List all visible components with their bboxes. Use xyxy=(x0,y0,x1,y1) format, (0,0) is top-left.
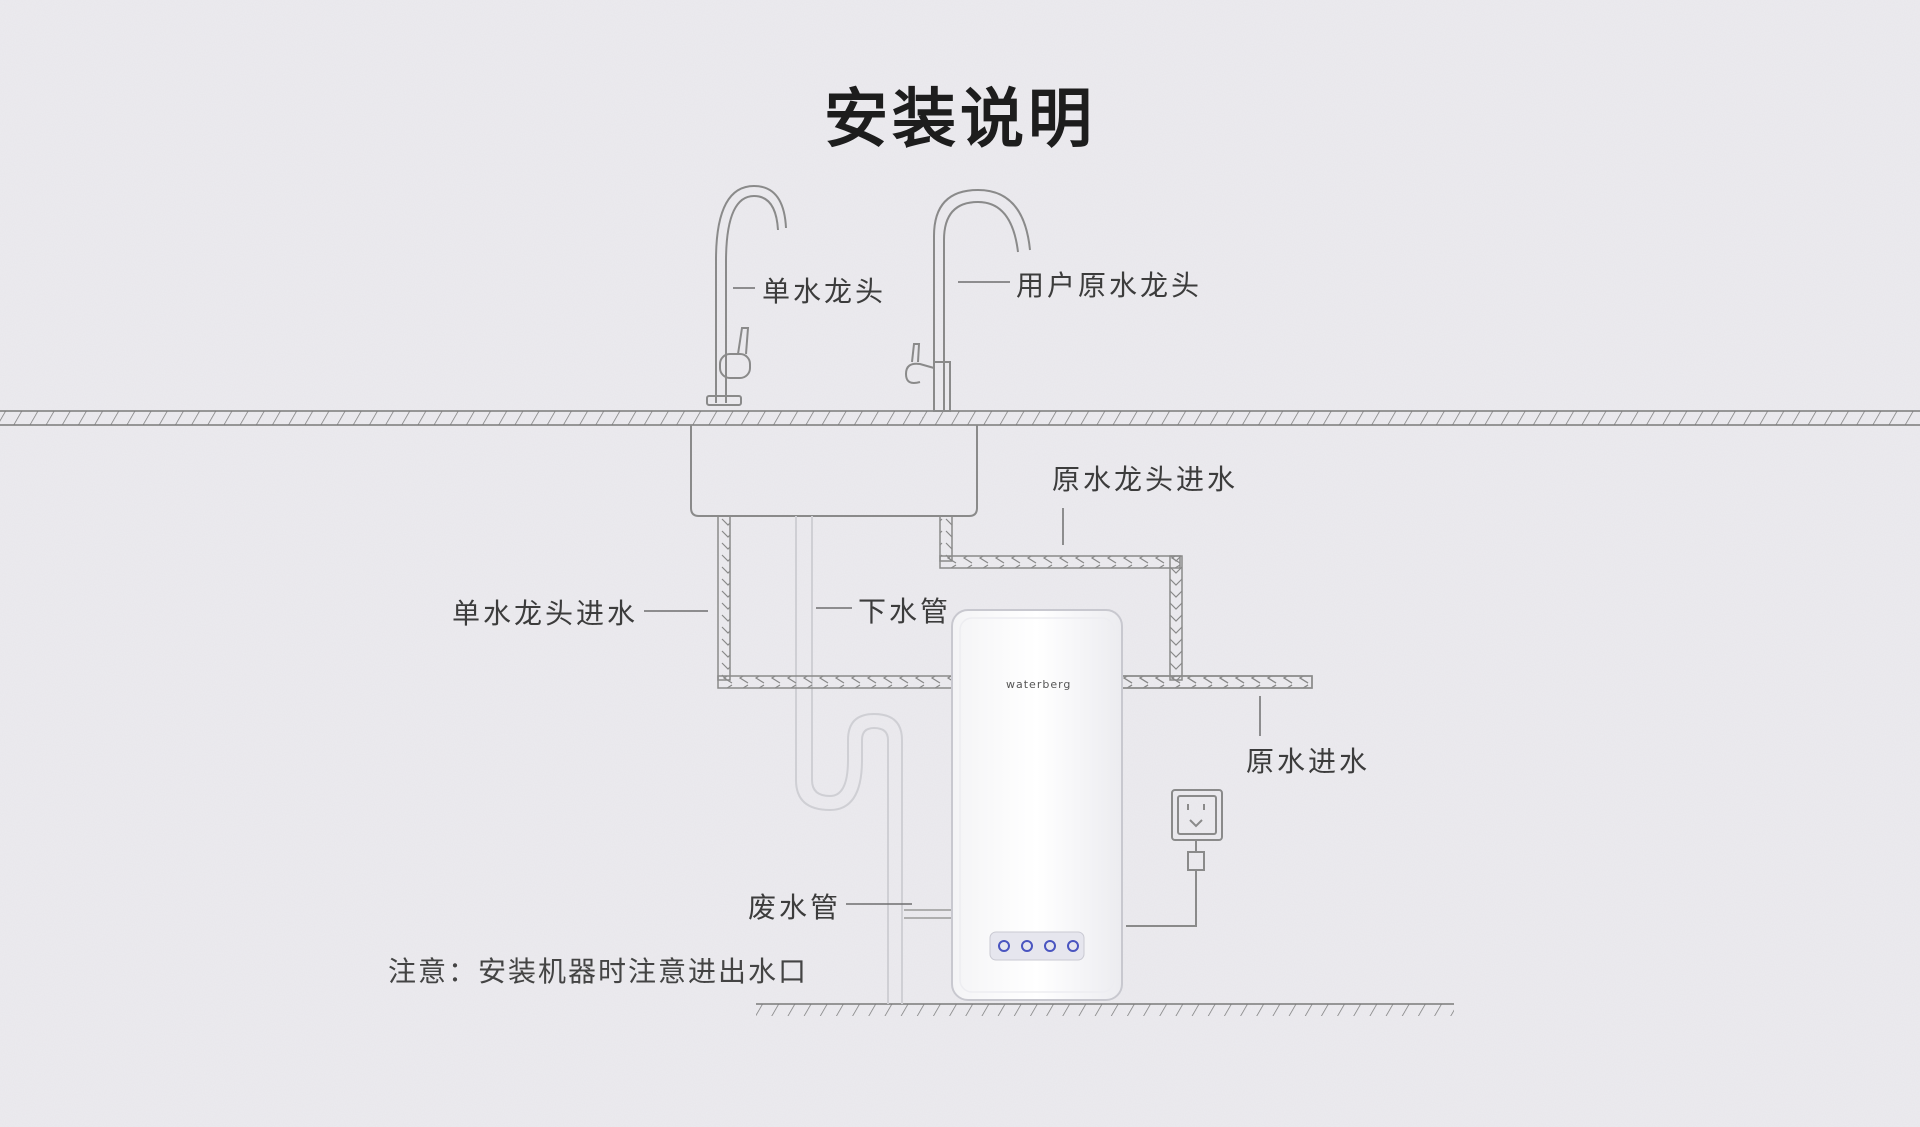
indicator-light xyxy=(1021,940,1033,952)
label-drain-pipe: 下水管 xyxy=(858,595,952,628)
water-purifier-device: waterberg xyxy=(951,609,1123,1001)
floor xyxy=(756,1003,1454,1016)
single-faucet-icon xyxy=(706,184,787,406)
indicator-light xyxy=(998,940,1010,952)
leader-lines xyxy=(644,281,1261,905)
label-raw-faucet-inlet: 原水龙头进水 xyxy=(1052,463,1239,496)
label-user-raw-faucet: 用户原水龙头 xyxy=(1016,269,1203,302)
waste-pipe xyxy=(904,909,955,919)
sink-basin xyxy=(690,425,978,517)
label-single-faucet-inlet: 单水龙头进水 xyxy=(452,597,639,630)
indicator-light xyxy=(1044,940,1056,952)
label-waste-pipe: 废水管 xyxy=(748,891,842,924)
page-title: 安装说明 xyxy=(824,83,1096,157)
raw-faucet-inlet-pipe xyxy=(939,515,1313,689)
user-raw-faucet-icon xyxy=(904,188,1031,412)
countertop xyxy=(0,410,1920,426)
device-brand-logo: waterberg xyxy=(1006,678,1071,691)
installation-note: 注意：安装机器时注意进出水口 xyxy=(388,955,809,988)
label-single-faucet: 单水龙头 xyxy=(762,275,887,308)
drain-pipe xyxy=(795,516,903,1004)
indicator-light xyxy=(1067,940,1079,952)
label-raw-water-inlet: 原水进水 xyxy=(1246,745,1371,778)
power-outlet-icon xyxy=(1126,789,1223,927)
